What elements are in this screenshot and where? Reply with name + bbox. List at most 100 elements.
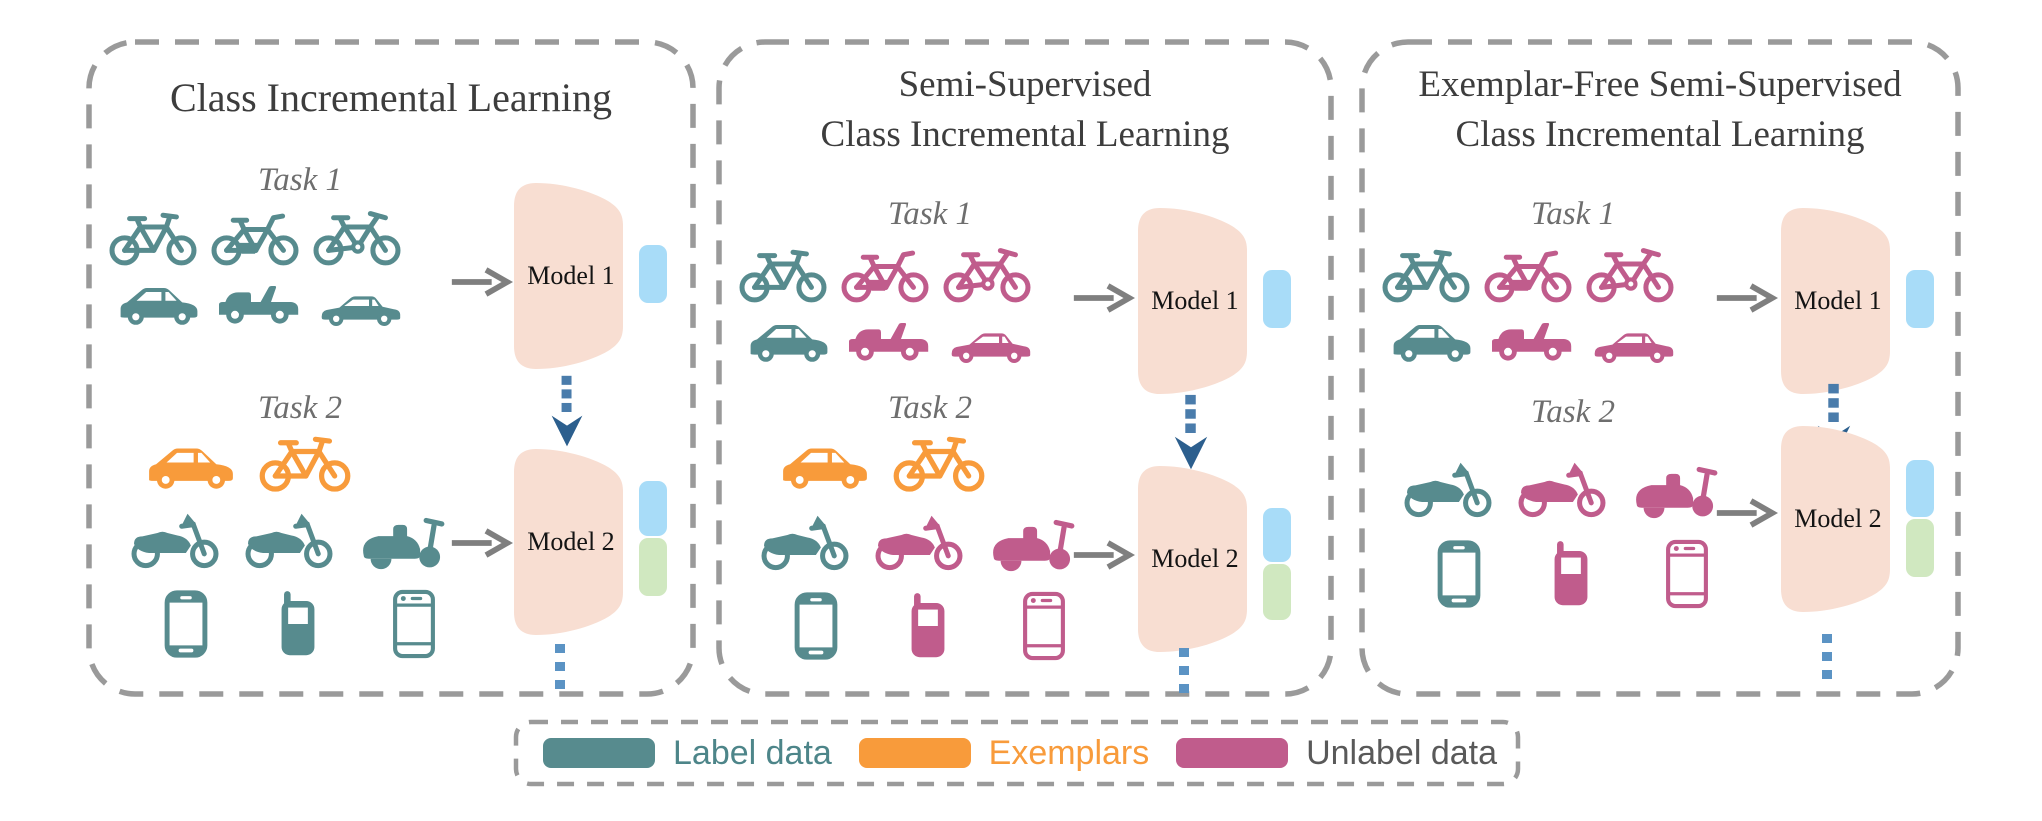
legend-item-label-data: Label data xyxy=(543,734,832,773)
arrow-right-icon xyxy=(1071,533,1135,577)
panel-title: Semi-Supervised Class Incremental Learni… xyxy=(715,60,1335,160)
panel-title-line: Semi-Supervised xyxy=(898,64,1152,105)
panel-title-line: Class Incremental Learning xyxy=(169,75,613,120)
arrow-right-icon xyxy=(1714,276,1778,320)
cellphone-icon xyxy=(275,588,321,660)
moped-icon xyxy=(873,508,965,572)
task1-label: Task 1 xyxy=(887,196,973,232)
legend-label: Exemplars xyxy=(988,733,1150,772)
jeep-icon xyxy=(1488,313,1576,365)
model-1-label: Model 1 xyxy=(527,261,615,290)
car-icon xyxy=(1388,315,1476,367)
moped-icon xyxy=(129,506,221,570)
legend-swatch-unlabel-data xyxy=(1176,738,1289,768)
bicycle-icon xyxy=(1584,241,1676,307)
legend-swatch-label-data xyxy=(543,738,655,768)
model-1-label: Model 1 xyxy=(1151,286,1239,315)
scooter-icon xyxy=(987,506,1075,572)
continuation-dots-icon xyxy=(1820,634,1834,680)
panel-title: Exemplar-Free Semi-Supervised Class Incr… xyxy=(1358,60,1962,160)
sedan-icon xyxy=(317,280,405,332)
task1-label: Task 1 xyxy=(257,162,343,198)
moped-icon xyxy=(1516,455,1608,519)
feature-block-old xyxy=(1263,508,1291,562)
model-2: Model 2 xyxy=(1776,423,1900,615)
bicycle-icon xyxy=(839,241,931,307)
jeep-icon xyxy=(215,276,303,328)
smartphone-icon xyxy=(793,590,839,662)
car-icon xyxy=(115,278,203,330)
sedan-icon xyxy=(1590,317,1678,369)
model-1: Model 1 xyxy=(1133,205,1257,397)
task2-label: Task 2 xyxy=(887,390,973,426)
task2-label: Task 2 xyxy=(257,390,343,426)
moped-icon xyxy=(1402,455,1494,519)
feature-block-old xyxy=(639,481,667,536)
panel-title-line: Exemplar-Free Semi-Supervised xyxy=(1418,64,1902,105)
scooter-icon xyxy=(357,504,445,570)
car-icon xyxy=(745,315,833,367)
arrow-right-icon xyxy=(449,521,513,565)
model-1: Model 1 xyxy=(509,180,633,372)
legend-item-unlabel-data: Unlabel data xyxy=(1176,734,1497,773)
model-2-label: Model 2 xyxy=(1794,504,1882,533)
cellphone-icon xyxy=(1548,538,1594,610)
feature-block-old xyxy=(1263,270,1291,328)
feature-block-old xyxy=(1906,460,1934,517)
continuation-dots-icon xyxy=(1177,648,1191,694)
smartphone-icon xyxy=(163,588,209,660)
transfer-arrow-icon xyxy=(545,374,589,450)
panel-title-line: Class Incremental Learning xyxy=(820,114,1230,155)
smartphone-icon xyxy=(391,588,437,660)
model-2-label: Model 2 xyxy=(1151,544,1239,573)
bicycle-icon xyxy=(311,204,403,270)
feature-block-old xyxy=(1906,270,1934,328)
cellphone-icon xyxy=(905,590,951,662)
sedan-icon xyxy=(947,317,1035,369)
bicycle-icon xyxy=(257,428,353,496)
scooter-icon xyxy=(1630,453,1718,519)
bicycle-icon xyxy=(737,241,829,307)
car-icon xyxy=(777,438,873,494)
legend: Label data Exemplars Unlabel data xyxy=(513,719,1521,787)
legend-label: Unlabel data xyxy=(1306,733,1497,772)
continuation-dots-icon xyxy=(553,644,567,690)
moped-icon xyxy=(759,508,851,572)
legend-swatch-exemplars xyxy=(858,738,971,768)
model-1-label: Model 1 xyxy=(1794,286,1882,315)
jeep-icon xyxy=(845,313,933,365)
model-2-label: Model 2 xyxy=(527,527,615,556)
bicycle-icon xyxy=(941,241,1033,307)
legend-item-exemplars: Exemplars xyxy=(858,733,1150,773)
bicycle-icon xyxy=(1482,241,1574,307)
smartphone-icon xyxy=(1436,538,1482,610)
task2-label: Task 2 xyxy=(1530,394,1616,430)
panel-semi-supervised-cil: Semi-Supervised Class Incremental Learni… xyxy=(715,38,1335,698)
legend-label: Label data xyxy=(673,733,832,772)
bicycle-icon xyxy=(209,204,301,270)
feature-block-new xyxy=(639,538,667,596)
arrow-right-icon xyxy=(449,260,513,304)
smartphone-icon xyxy=(1664,538,1710,610)
panel-title: Class Incremental Learning xyxy=(85,74,697,122)
feature-block-old xyxy=(639,245,667,303)
model-1: Model 1 xyxy=(1776,205,1900,397)
car-icon xyxy=(143,438,239,494)
bicycle-icon xyxy=(1380,241,1472,307)
feature-block-new xyxy=(1263,564,1291,620)
bicycle-icon xyxy=(107,204,199,270)
panel-title-line: Class Incremental Learning xyxy=(1455,114,1865,155)
model-2: Model 2 xyxy=(1133,463,1257,655)
moped-icon xyxy=(243,506,335,570)
legend-row: Label data Exemplars Unlabel data xyxy=(543,719,1497,787)
arrow-right-icon xyxy=(1071,276,1135,320)
task1-label: Task 1 xyxy=(1530,196,1616,232)
transfer-arrow-icon xyxy=(1169,393,1213,473)
feature-block-new xyxy=(1906,519,1934,577)
panel-exemplar-free-semi-supervised-cil: Exemplar-Free Semi-Supervised Class Incr… xyxy=(1358,38,1962,698)
bicycle-icon xyxy=(891,428,987,496)
smartphone-icon xyxy=(1021,590,1067,662)
model-2: Model 2 xyxy=(509,446,633,638)
panel-class-incremental-learning: Class Incremental Learning Task 1 Model … xyxy=(85,38,697,698)
